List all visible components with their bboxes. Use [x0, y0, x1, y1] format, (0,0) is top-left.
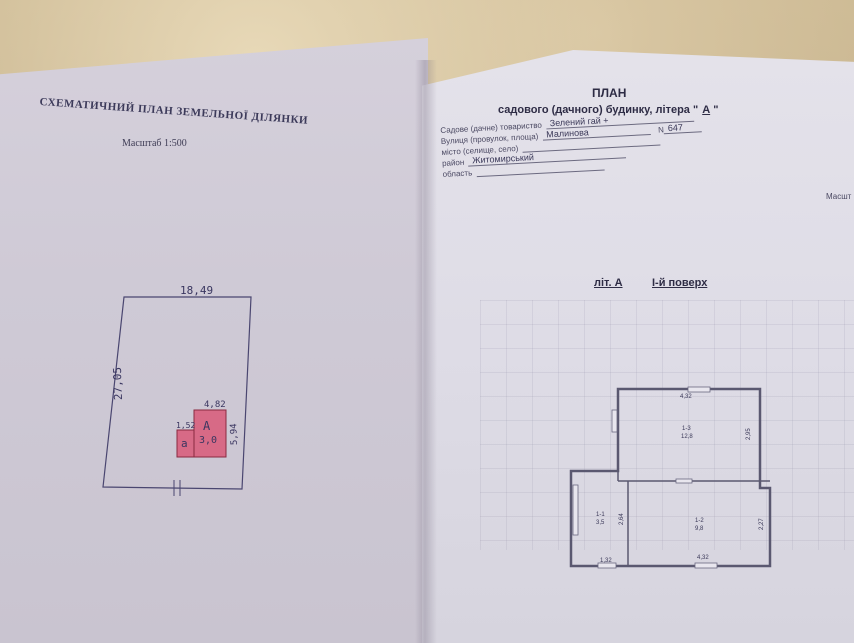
plan-subtitle-text: садового (дачного) будинку, літера "	[498, 104, 699, 116]
room-1-2-label: 1-2	[695, 518, 704, 524]
room-1-1-area: 3,5	[596, 520, 605, 526]
lit-label: літ. А	[594, 277, 623, 289]
room-1-1-label: 1-1	[596, 512, 605, 518]
plot-width-label: 18,49	[180, 284, 213, 297]
room-1-3-side: 2,95	[746, 428, 752, 440]
outer-wall	[569, 387, 772, 568]
plan-subtitle-letter: А	[702, 104, 711, 116]
top-width-label: 4,32	[680, 394, 692, 400]
window-top	[687, 386, 711, 393]
window-left	[572, 484, 579, 536]
building-letter: А	[203, 419, 211, 433]
room-1-2-side: 2,27	[759, 518, 765, 530]
plan-subtitle: садового (дачного) будинку, літера "А "	[498, 104, 718, 116]
room-1-2-area: 9,8	[695, 526, 704, 532]
plan-title: ПЛАН	[592, 86, 627, 100]
book-gutter	[415, 60, 437, 643]
room-1-1-side: 2,64	[619, 513, 625, 525]
window-bottom	[694, 562, 718, 569]
plot-length-label: 27,05	[111, 367, 125, 401]
plot-boundary	[102, 296, 252, 490]
right-page	[422, 50, 854, 643]
window-room-1-3	[611, 409, 618, 433]
faint-grid-background	[480, 300, 854, 550]
building-width-label: 4,82	[204, 400, 226, 410]
left-scale-label: Масштаб 1:500	[122, 138, 187, 149]
building-depth-label: 5,94	[229, 423, 240, 445]
room-1-1-width: 1,32	[600, 558, 612, 564]
plan-subtitle-end: "	[713, 104, 719, 116]
room-1-3-label: 1-3	[682, 426, 691, 432]
right-scale-label: Масшт	[826, 192, 852, 201]
annex-a-shape	[176, 429, 195, 458]
door-1-3	[675, 478, 693, 484]
floor-label: І-й поверх	[652, 277, 708, 289]
room-1-3-area: 12,8	[681, 434, 693, 440]
window-bottom-left	[597, 562, 617, 569]
bottom-width-label: 4,32	[697, 555, 709, 561]
left-page	[0, 38, 428, 643]
annex-letter: а	[181, 437, 188, 450]
building-number: 3,0	[199, 435, 217, 446]
annex-size-label: 1,52	[176, 421, 195, 430]
